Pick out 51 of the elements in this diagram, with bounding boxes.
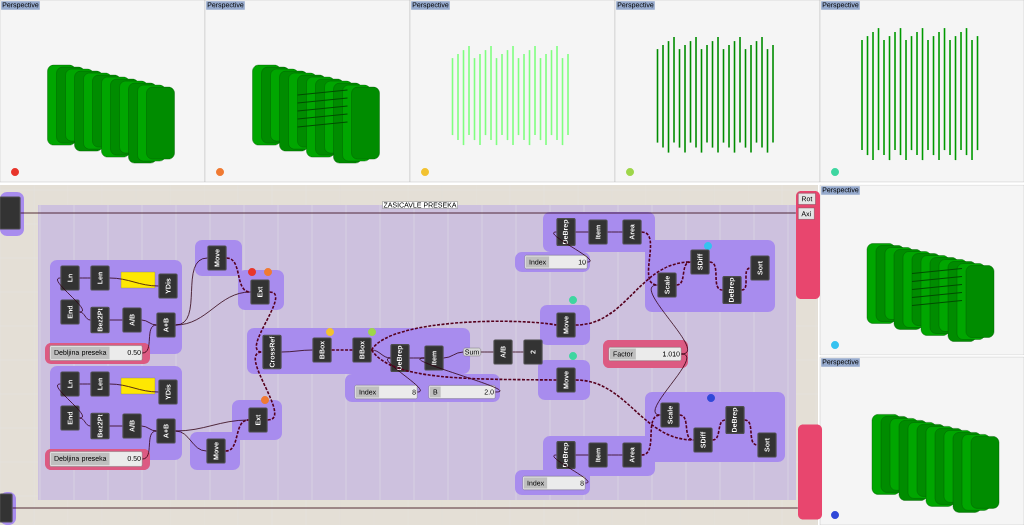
wire — [419, 357, 501, 393]
wire — [330, 349, 354, 351]
wire — [409, 357, 425, 359]
side-panel — [798, 424, 822, 520]
wire — [109, 425, 123, 427]
wire — [255, 291, 277, 353]
wire — [57, 277, 83, 313]
wire — [743, 419, 759, 446]
wire — [650, 284, 688, 355]
wire — [387, 357, 421, 393]
wire — [141, 425, 157, 432]
wire — [79, 277, 91, 279]
wire — [142, 324, 157, 354]
wire — [711, 419, 727, 441]
wire — [175, 419, 249, 432]
wire — [370, 349, 558, 381]
wire — [225, 257, 252, 293]
wire — [109, 319, 123, 321]
wire — [141, 319, 157, 326]
wire — [640, 414, 662, 456]
wire — [512, 351, 524, 353]
wire — [57, 383, 83, 419]
wire — [553, 231, 591, 263]
component-box — [0, 493, 13, 523]
wire — [281, 349, 313, 353]
wire — [443, 351, 464, 359]
wire — [109, 277, 159, 287]
wire — [553, 454, 589, 484]
wire — [575, 231, 589, 233]
wire — [678, 414, 695, 441]
wire — [12, 507, 799, 509]
wire — [654, 353, 688, 416]
wire — [370, 320, 558, 351]
wire — [480, 351, 494, 353]
wire — [607, 231, 623, 233]
wire — [79, 383, 91, 385]
wire — [371, 349, 391, 359]
wire — [675, 261, 692, 286]
wire — [607, 454, 623, 456]
wire — [109, 383, 159, 393]
wire — [79, 311, 91, 321]
wire — [224, 419, 250, 452]
component-box — [0, 196, 21, 230]
wire — [20, 212, 797, 214]
wire — [575, 454, 589, 456]
wire — [254, 351, 276, 421]
wire — [740, 267, 752, 291]
wire — [79, 417, 91, 427]
wire — [142, 430, 157, 460]
wire — [175, 291, 251, 326]
wire — [708, 261, 724, 291]
